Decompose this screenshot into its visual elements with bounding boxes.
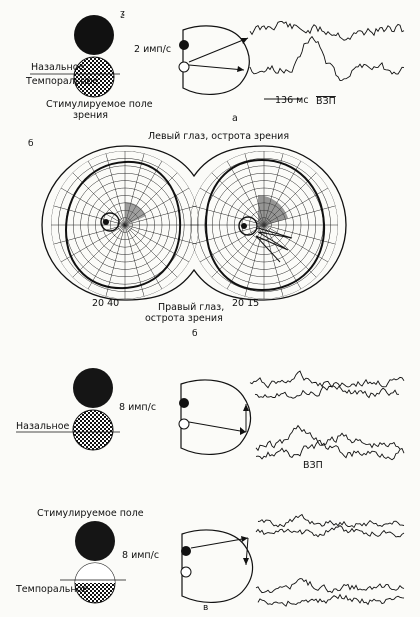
arrowhead-c2 — [243, 404, 249, 411]
stimulated-sector-left — [125, 202, 146, 225]
label-field-of-view: зрения — [73, 110, 108, 121]
stimulated-sector-right — [258, 195, 288, 228]
vep-trace-c4 — [255, 439, 405, 461]
grid-spoke — [55, 224, 126, 266]
panel-d: Стимулируемое поле Темпоральное 8 имп/с … — [15, 508, 405, 613]
vep-trace-lower — [249, 35, 405, 81]
grid-spoke — [124, 224, 182, 282]
acuity-left: 20 40 — [92, 298, 119, 309]
arrowhead-c1 — [240, 427, 246, 435]
arrowhead-d1 — [241, 536, 248, 542]
eye-dot-black-c — [179, 398, 189, 408]
arrowhead-lower — [237, 66, 244, 72]
isopter-left — [64, 160, 182, 290]
panel-c: Назальное 8 имп/с ВЗП — [16, 368, 405, 471]
stimulus-disc-checkered-c — [72, 409, 114, 451]
label-temporal-d: Темпоральное — [15, 584, 88, 595]
disc-upper-half-white — [75, 563, 115, 583]
grid-spoke — [223, 155, 265, 226]
vep-trace-d4 — [257, 593, 405, 607]
rate-label: 2 имп/с — [134, 44, 171, 55]
grid-spoke — [124, 224, 146, 299]
arrowhead-d2 — [243, 558, 249, 565]
blind-spot-right — [238, 216, 258, 236]
ray-lower — [188, 64, 245, 71]
label-stimulated-field: Стимулируемое поле — [46, 99, 153, 110]
center-dot-left — [103, 219, 109, 225]
grid-spoke — [263, 224, 338, 246]
eye-dot-black-d — [181, 546, 191, 556]
eye-dot-white-c — [178, 418, 190, 430]
stimulus-disc-black-c — [73, 368, 113, 408]
label-nasal-c: Назальное — [16, 421, 70, 432]
grid-spoke — [124, 224, 199, 246]
grid-spoke — [124, 204, 199, 226]
caption-acuity: острота зрения — [145, 313, 223, 324]
ray-upper-d — [190, 537, 249, 549]
rate-label-d: 8 имп/с — [122, 550, 159, 561]
panel-letter-b-bottom: б — [192, 329, 198, 339]
vep-trace-d3 — [255, 578, 405, 594]
vep-trace-c1 — [249, 370, 405, 389]
grid-spoke — [68, 224, 126, 282]
arrowhead-upper — [241, 38, 248, 44]
panel-letter-d: в — [203, 603, 208, 613]
label-temporal: Темпоральное — [25, 76, 98, 87]
grid-spoke — [263, 224, 334, 266]
panel-b: б Левый глаз, острота зрения 20 40 20 15… — [28, 131, 347, 339]
rate-label-c: 8 имп/с — [119, 402, 156, 413]
grid-spoke — [124, 224, 195, 266]
grid-spoke — [124, 224, 166, 295]
eye-schematic — [182, 25, 250, 95]
vep-label: ВЗП — [316, 96, 336, 107]
panel-a: Назальное Темпоральное Стимулируемое пол… — [25, 9, 405, 124]
vep-trace-c2 — [254, 385, 399, 399]
center-dot-right — [241, 223, 247, 229]
vep-trace-upper — [249, 21, 405, 41]
panel-letter-a: а — [232, 113, 238, 124]
grid-spoke — [84, 224, 126, 295]
acuity-right: 20 15 — [232, 298, 259, 309]
blind-spot-left — [100, 212, 120, 232]
grid-spoke — [51, 224, 126, 246]
vep-trace-d2 — [255, 525, 405, 538]
ray-lower-c — [188, 421, 247, 433]
grid-spoke — [84, 155, 126, 226]
grid-spoke — [55, 184, 126, 226]
mark-glyph: ƺ — [120, 9, 125, 19]
perimetry-outline — [41, 145, 347, 301]
grid-spoke — [194, 224, 265, 266]
grid-spoke — [51, 204, 126, 226]
eye-schematic-c — [180, 379, 252, 455]
grid-spoke — [104, 151, 126, 226]
vep-trace-d1 — [257, 513, 405, 529]
grid-spoke — [207, 168, 265, 226]
panel-letter-b: б — [28, 139, 34, 149]
eye-dot-black — [179, 40, 189, 50]
grid-spoke — [190, 224, 265, 246]
grid-spoke — [104, 224, 126, 299]
stimulus-disc-black-d — [75, 521, 115, 561]
scale-label: 136 мс — [275, 95, 309, 106]
eye-schematic-d — [181, 529, 254, 603]
grid-spoke — [263, 224, 305, 295]
isopter-right — [204, 158, 326, 292]
vep-label-c: ВЗП — [303, 460, 323, 471]
vep-trace-c3 — [255, 424, 401, 452]
caption-right-eye: Правый глаз, — [158, 302, 224, 313]
stimulus-disc-checkered — [73, 56, 115, 98]
label-stimulated-field-d: Стимулируемое поле — [37, 508, 144, 519]
perimetry-grid-left — [51, 151, 199, 299]
eye-dot-white-d — [180, 566, 192, 578]
stimulated-rays-right — [255, 227, 293, 263]
grid-spoke — [207, 224, 265, 282]
label-nasal: Назальное — [31, 62, 85, 73]
stimulus-disc-black — [74, 15, 114, 55]
ray-upper — [188, 37, 249, 63]
grid-spoke — [190, 204, 265, 226]
chart-title-left-eye: Левый глаз, острота зрения — [148, 131, 289, 142]
eye-dot-white — [178, 61, 190, 73]
